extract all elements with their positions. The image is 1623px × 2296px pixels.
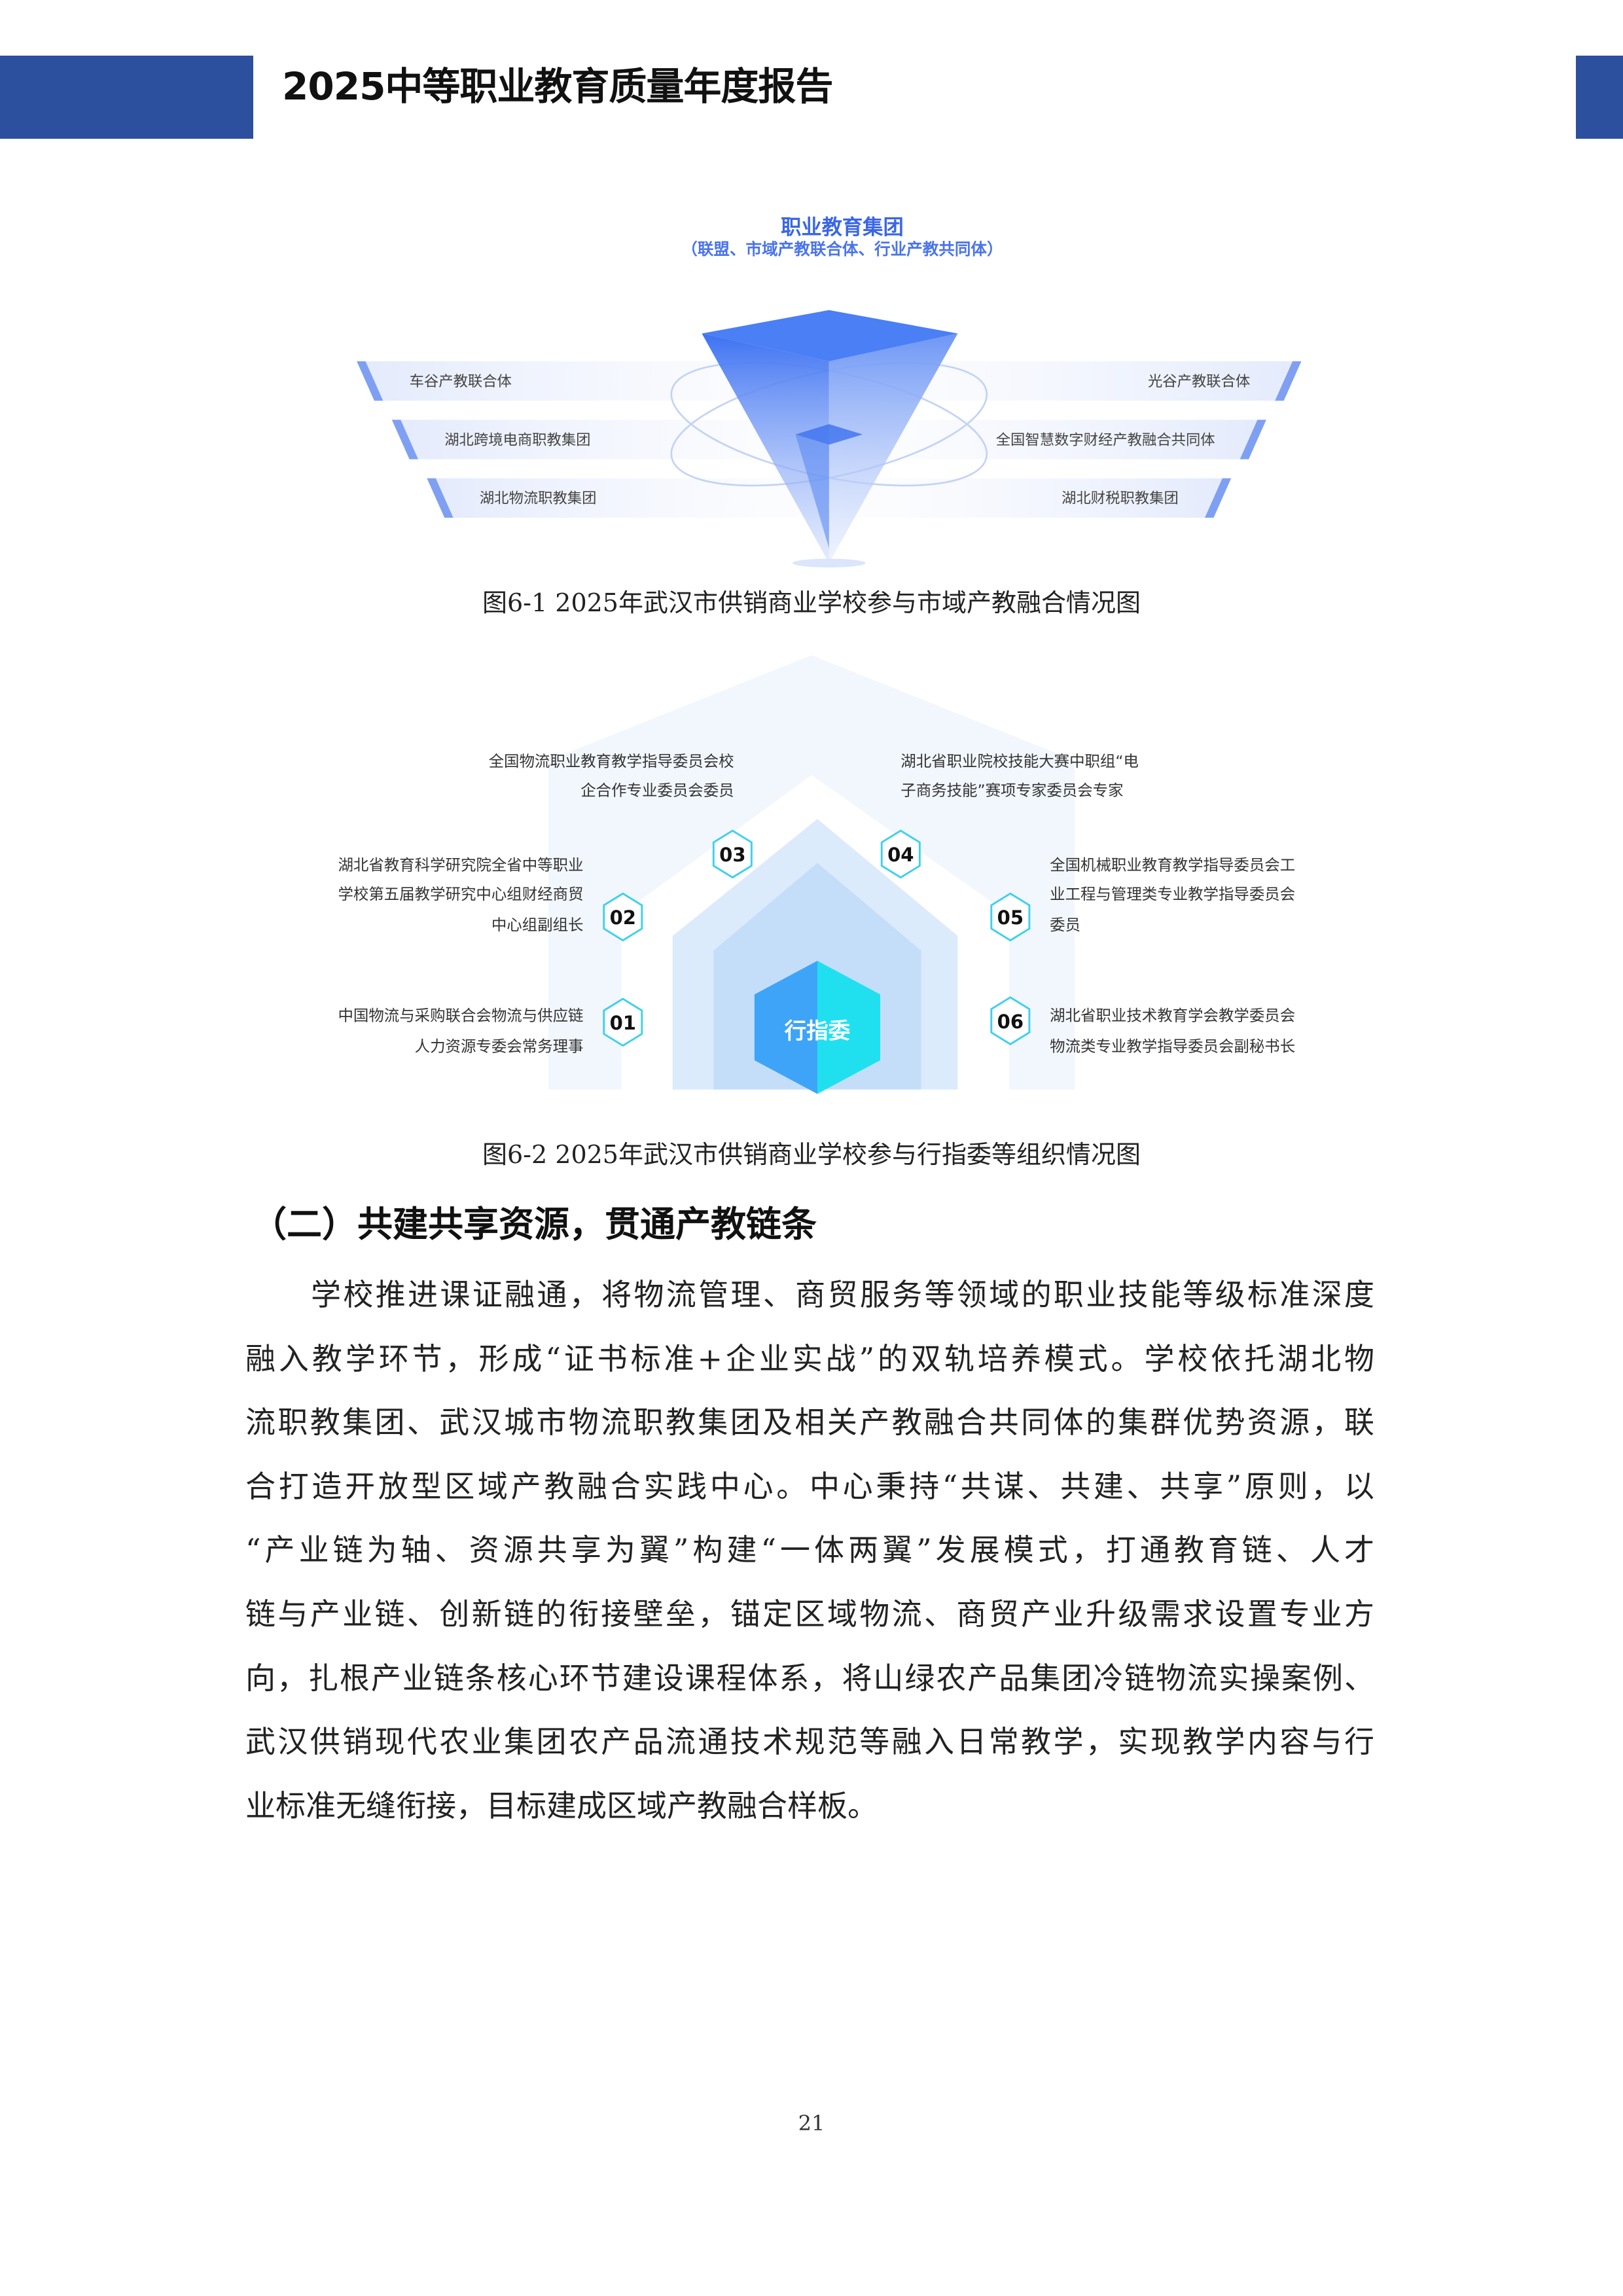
svg-text:06: 06: [997, 1011, 1024, 1033]
header-color-bar: [0, 56, 253, 139]
svg-text:05: 05: [997, 906, 1024, 929]
badge-06: 06: [990, 996, 1031, 1046]
item-01-line-1: 中国物流与采购联合会物流与供应链: [338, 1007, 583, 1025]
band-right-2: [840, 420, 1266, 459]
body-paragraph: 学校推进课证融通，将物流管理、商贸服务等领域的职业技能等级标准深度 融入教学环节…: [245, 1263, 1374, 1838]
band-right-1: [840, 361, 1302, 401]
page-number: 21: [798, 2111, 825, 2136]
band-label-left-2: 湖北跨境电商职教集团: [444, 431, 590, 448]
paragraph-line: 武汉供销现代农业集团农产品流通技术规范等融入日常教学，实现教学内容与行: [245, 1724, 1374, 1760]
badge-01: 01: [603, 997, 643, 1047]
paragraph-line: “产业链为轴、资源共享为翼”构建“一体两翼”发展模式，打通教育链、人才: [245, 1532, 1374, 1568]
item-04-line-1: 湖北省职业院校技能大赛中职组“电: [901, 752, 1139, 770]
item-02-line-3: 中心组副组长: [491, 916, 584, 934]
item-05-line-2: 业工程与管理类专业教学指导委员会: [1050, 885, 1295, 903]
figure-1-title: 职业教育集团: [781, 215, 904, 240]
item-05-line-1: 全国机械职业教育教学指导委员会工: [1050, 855, 1295, 874]
item-04-line-2: 子商务技能”赛项专家委员会专家: [901, 781, 1123, 800]
item-01-line-2: 人力资源专委会常务理事: [415, 1037, 584, 1056]
badge-02: 02: [603, 892, 643, 942]
band-label-right-3: 湖北财税职教集团: [1061, 490, 1179, 507]
item-05-line-3: 委员: [1050, 916, 1080, 934]
header-right-block: [1576, 56, 1623, 139]
paragraph-line: 学校推进课证融通，将物流管理、商贸服务等领域的职业技能等级标准深度: [311, 1277, 1374, 1312]
figure-1-subtitle: （联盟、市域产教联合体、行业产教共同体）: [681, 240, 1003, 259]
paragraph-line: 向，扎根产业链条核心环节建设课程体系，将山绿农产品集团冷链物流实操案例、: [245, 1660, 1374, 1696]
figure-1: 职业教育集团 （联盟、市域产教联合体、行业产教共同体） 车谷产教联合体 湖北跨境…: [357, 215, 1302, 568]
paragraph-line: 链与产业链、创新链的衔接壁垒，锚定区域物流、商贸产业升级需求设置专业方: [245, 1596, 1374, 1632]
band-left-3: [427, 478, 819, 518]
center-hexagon: [754, 961, 881, 1094]
center-label: 行指委: [784, 1018, 851, 1043]
badge-03: 03: [712, 829, 753, 879]
paragraph-line: 合打造开放型区域产教融合实践中心。中心秉持“共谋、共建、共享”原则，以: [245, 1468, 1374, 1504]
item-06-line-1: 湖北省职业技术教育学会教学委员会: [1050, 1007, 1295, 1025]
band-label-right-1: 光谷产教联合体: [1148, 373, 1250, 390]
figure-1-caption: 图6-1 2025年武汉市供销商业学校参与市域产教融合情况图: [482, 588, 1141, 617]
svg-text:04: 04: [887, 844, 914, 866]
item-03-line-1: 全国物流职业教育教学指导委员会校: [489, 752, 734, 770]
section-heading: （二）共建共享资源，贯通产教链条: [251, 1204, 817, 1245]
figure-2: 行指委 01 02 03 04 05: [338, 655, 1295, 1094]
item-03-line-2: 企合作专业委员会委员: [580, 781, 734, 800]
badge-04: 04: [880, 829, 921, 879]
item-02-line-1: 湖北省教育科学研究院全省中等职业: [338, 855, 583, 874]
band-label-right-2: 全国智慧数字财经产教融合共同体: [996, 431, 1215, 448]
svg-text:02: 02: [610, 906, 636, 929]
band-left-2: [391, 420, 819, 459]
band-left-1: [357, 361, 819, 401]
band-right-3: [840, 478, 1232, 518]
svg-text:03: 03: [719, 844, 745, 866]
paragraph-line: 流职教集团、武汉城市物流职教集团及相关产教融合共同体的集群优势资源，联: [245, 1405, 1374, 1441]
item-06-line-2: 物流类专业教学指导委员会副秘书长: [1050, 1037, 1295, 1056]
report-title: 2025中等职业教育质量年度报告: [282, 64, 833, 109]
paragraph-line: 融入教学环节，形成“证书标准+企业实战”的双轨培养模式。学校依托湖北物: [245, 1340, 1374, 1376]
badge-05: 05: [990, 892, 1031, 942]
band-label-left-1: 车谷产教联合体: [410, 373, 512, 390]
svg-text:01: 01: [610, 1012, 636, 1034]
band-label-left-3: 湖北物流职教集团: [480, 490, 597, 507]
paragraph-line: 业标准无缝衔接，目标建成区域产教融合样板。: [245, 1787, 878, 1823]
item-02-line-2: 学校第五届教学研究中心组财经商贸: [338, 885, 583, 903]
figure-2-caption: 图6-2 2025年武汉市供销商业学校参与行指委等组织情况图: [482, 1140, 1141, 1169]
